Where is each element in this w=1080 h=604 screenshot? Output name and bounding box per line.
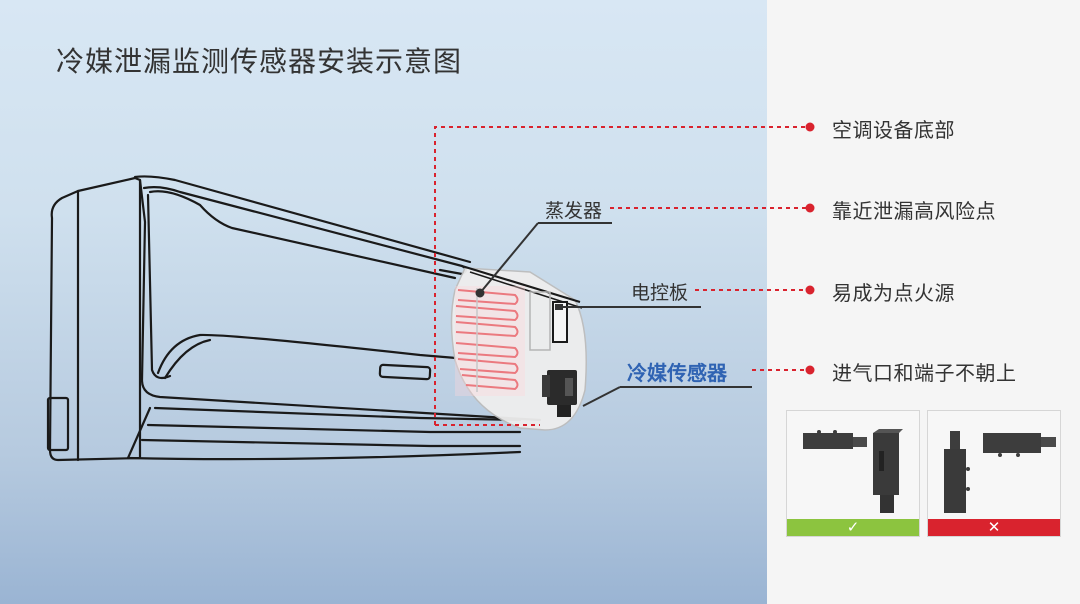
- control-board-label: 电控板: [631, 282, 689, 304]
- diagram-panel: [0, 0, 767, 604]
- refrigerant-sensor-label: 冷媒传感器: [627, 361, 727, 385]
- page-title: 冷媒泄漏监测传感器安装示意图: [56, 45, 463, 78]
- incorrect-bar: ✕: [928, 519, 1060, 536]
- note-equipment-bottom: 空调设备底部: [832, 118, 955, 142]
- leader-lines: [434, 126, 808, 426]
- sensor-incorrect-image: [944, 431, 1056, 513]
- sensor-correct-image: [803, 429, 903, 513]
- check-icon: ✓: [846, 518, 860, 536]
- refrigerant-sensor-device: [542, 370, 577, 417]
- incorrect-orientation-card: ✕: [927, 410, 1061, 537]
- note-ignition-source: 易成为点火源: [832, 281, 955, 305]
- note-near-leak-risk: 靠近泄漏高风险点: [832, 199, 996, 223]
- evaporator-label: 蒸发器: [545, 200, 603, 222]
- control-board: [552, 301, 568, 343]
- note-inlet-not-upward: 进气口和端子不朝上: [832, 361, 1017, 385]
- cutaway-view: [450, 264, 587, 431]
- correct-bar: ✓: [787, 519, 919, 536]
- correct-orientation-card: ✓: [786, 410, 920, 537]
- leader-dots: [805, 122, 815, 375]
- evaporator-coil: [455, 289, 519, 391]
- pointer-lines: [475, 222, 752, 407]
- ac-unit-outline: [46, 175, 542, 462]
- cross-icon: ✕: [987, 518, 1001, 536]
